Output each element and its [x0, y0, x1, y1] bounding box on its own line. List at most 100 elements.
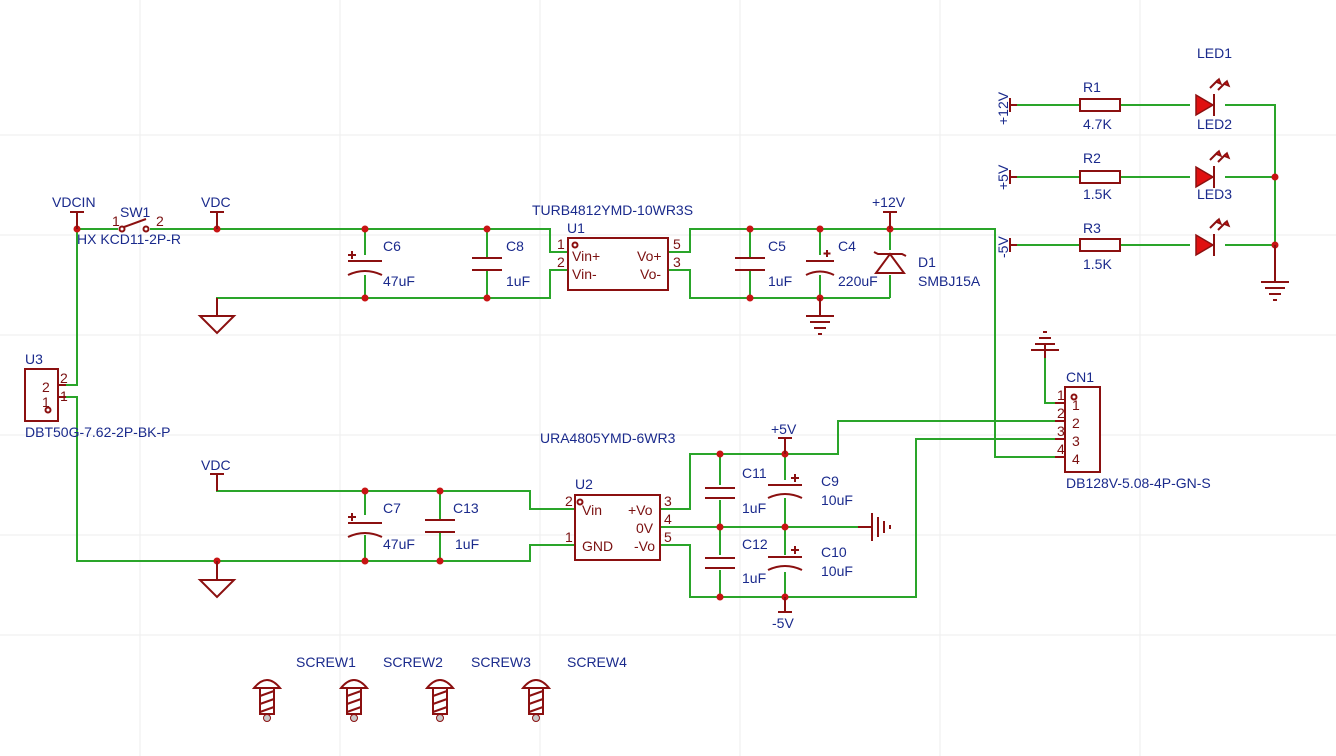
c9-ref: C9 [821, 473, 839, 489]
cn1-pin4-in: 4 [1072, 451, 1080, 467]
u1-pin3: 3 [673, 254, 681, 270]
sw1-ref: SW1 [120, 204, 151, 220]
screw2-ref: SCREW2 [383, 654, 443, 670]
u2-converter[interactable]: URA4805YMD-6WR3 U2 Vin GND +Vo 0V -Vo 2 … [540, 430, 676, 561]
u2-pin5: 5 [664, 529, 672, 545]
sw1-value: HX KCD11-2P-R [77, 231, 181, 247]
d1-tvs-diode[interactable]: D1 SMBJ15A [873, 251, 981, 289]
c8-capacitor[interactable]: C8 1uF [472, 238, 530, 289]
u2-0v: 0V [636, 520, 654, 536]
net-p12v-main[interactable]: +12V [872, 194, 906, 229]
r3-resistor[interactable]: R3 1.5K [1079, 220, 1121, 272]
ground-symbol-top [197, 298, 237, 335]
net-vdc-top[interactable]: VDC [201, 194, 231, 229]
sw1-pin1: 1 [112, 213, 120, 229]
sw1-switch[interactable]: SW1 1 2 HX KCD11-2P-R [77, 204, 181, 247]
r1-resistor[interactable]: R1 4.7K [1079, 79, 1121, 132]
r3-value: 1.5K [1083, 256, 1112, 272]
u3-pin1-inner: 1 [42, 394, 50, 410]
c12-capacitor[interactable]: C12 1uF [705, 536, 768, 586]
u2-gnd: GND [582, 538, 613, 554]
cn1-pin3-out: 3 [1057, 423, 1065, 439]
screw1[interactable] [251, 679, 283, 722]
c11-value: 1uF [742, 500, 766, 516]
net-vdc-bottom[interactable]: VDC [201, 457, 231, 491]
cn1-value: DB128V-5.08-4P-GN-S [1066, 475, 1211, 491]
cn1-ref: CN1 [1066, 369, 1094, 385]
net-n5v-main[interactable]: -5V [772, 597, 794, 631]
u1-von: Vo- [640, 266, 661, 282]
u1-vop: Vo+ [637, 248, 662, 264]
net-p5v-led-label: +5V [995, 164, 1011, 190]
u1-converter[interactable]: TURB4812YMD-10WR3S U1 Vin+ Vin- Vo+ Vo- … [532, 202, 693, 291]
net-vdcin[interactable]: VDCIN [52, 194, 96, 229]
u3-pin2: 2 [60, 370, 68, 386]
net-p5v-led[interactable]: +5V [995, 164, 1017, 190]
ground-symbol-c4 [806, 298, 834, 335]
u2-pin3: 3 [664, 493, 672, 509]
c5-capacitor[interactable]: C5 1uF [735, 238, 792, 289]
c10-capacitor[interactable]: C10 10uF [767, 544, 853, 579]
c7-capacitor[interactable]: C7 47uF [347, 500, 415, 552]
c5-value: 1uF [768, 273, 792, 289]
c8-value: 1uF [506, 273, 530, 289]
r2-value: 1.5K [1083, 186, 1112, 202]
cn1-pin3-in: 3 [1072, 433, 1080, 449]
u2-pin1: 1 [565, 529, 573, 545]
led1[interactable]: LED1 [1195, 45, 1232, 117]
cn1-connector[interactable]: CN1 1 2 3 4 1 2 3 4 DB128V-5.08-4P-GN-S [1055, 369, 1211, 491]
c6-capacitor[interactable]: C6 47uF [347, 238, 415, 289]
u2-vop: +Vo [628, 502, 653, 518]
u1-pin2: 2 [557, 254, 565, 270]
u1-vinn: Vin- [572, 266, 597, 282]
u2-ref: U2 [575, 476, 593, 492]
c13-value: 1uF [455, 536, 479, 552]
u1-ref: U1 [567, 220, 585, 236]
led1-ref: LED1 [1197, 45, 1232, 61]
screw4-ref: SCREW4 [567, 654, 627, 670]
net-n5v-led[interactable]: -5V [995, 236, 1017, 258]
ground-symbol-cn1 [1031, 331, 1059, 358]
net-p5v-main[interactable]: +5V [771, 421, 797, 454]
led3[interactable]: LED3 [1195, 186, 1232, 257]
r1-ref: R1 [1083, 79, 1101, 95]
c4-capacitor[interactable]: C4 220uF [805, 238, 878, 289]
r3-ref: R3 [1083, 220, 1101, 236]
c9-capacitor[interactable]: C9 10uF [767, 473, 853, 508]
net-vdc-top-label: VDC [201, 194, 231, 210]
u2-vin: Vin [582, 502, 602, 518]
cn1-pin1-in: 1 [1072, 397, 1080, 413]
c7-value: 47uF [383, 536, 415, 552]
sw1-pin2: 2 [156, 213, 164, 229]
u1-vinp: Vin+ [572, 248, 600, 264]
led2[interactable]: LED2 [1195, 116, 1232, 189]
r2-resistor[interactable]: R2 1.5K [1079, 150, 1121, 202]
u2-von: -Vo [634, 538, 655, 554]
r1-value: 4.7K [1083, 116, 1112, 132]
u3-pin2-inner: 2 [42, 379, 50, 395]
d1-value: SMBJ15A [918, 273, 981, 289]
u2-value: URA4805YMD-6WR3 [540, 430, 676, 446]
u3-connector[interactable]: 2 1 2 1 U3 DBT50G-7.62-2P-BK-P [24, 351, 171, 440]
screw1-ref: SCREW1 [296, 654, 356, 670]
screw2[interactable]: SCREW1 [296, 654, 370, 722]
screw3-ref: SCREW3 [471, 654, 531, 670]
c4-value: 220uF [838, 273, 878, 289]
net-p12v-led[interactable]: +12V [995, 91, 1017, 125]
c13-capacitor[interactable]: C13 1uF [425, 500, 479, 552]
net-n5v-led-label: -5V [995, 236, 1011, 258]
screw3[interactable]: SCREW2 [383, 654, 456, 722]
u3-pin1: 1 [60, 388, 68, 404]
led3-ref: LED3 [1197, 186, 1232, 202]
c7-ref: C7 [383, 500, 401, 516]
cn1-pin2-in: 2 [1072, 415, 1080, 431]
c11-capacitor[interactable]: C11 1uF [705, 465, 767, 516]
cn1-pin4-out: 4 [1057, 441, 1065, 457]
screw4[interactable]: SCREW3 SCREW4 [471, 654, 627, 722]
cn1-pin2-out: 2 [1057, 405, 1065, 421]
cn1-pin1-out: 1 [1057, 387, 1065, 403]
u1-pin5: 5 [673, 236, 681, 252]
